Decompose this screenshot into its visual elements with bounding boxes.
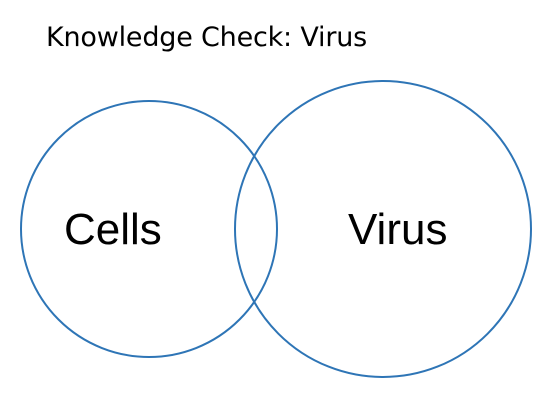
venn-circle-virus — [234, 80, 532, 378]
venn-circle-cells — [20, 100, 278, 358]
venn-label-virus: Virus — [348, 205, 447, 254]
venn-label-cells: Cells — [64, 205, 162, 254]
slide-title: Knowledge Check: Virus — [46, 22, 367, 53]
